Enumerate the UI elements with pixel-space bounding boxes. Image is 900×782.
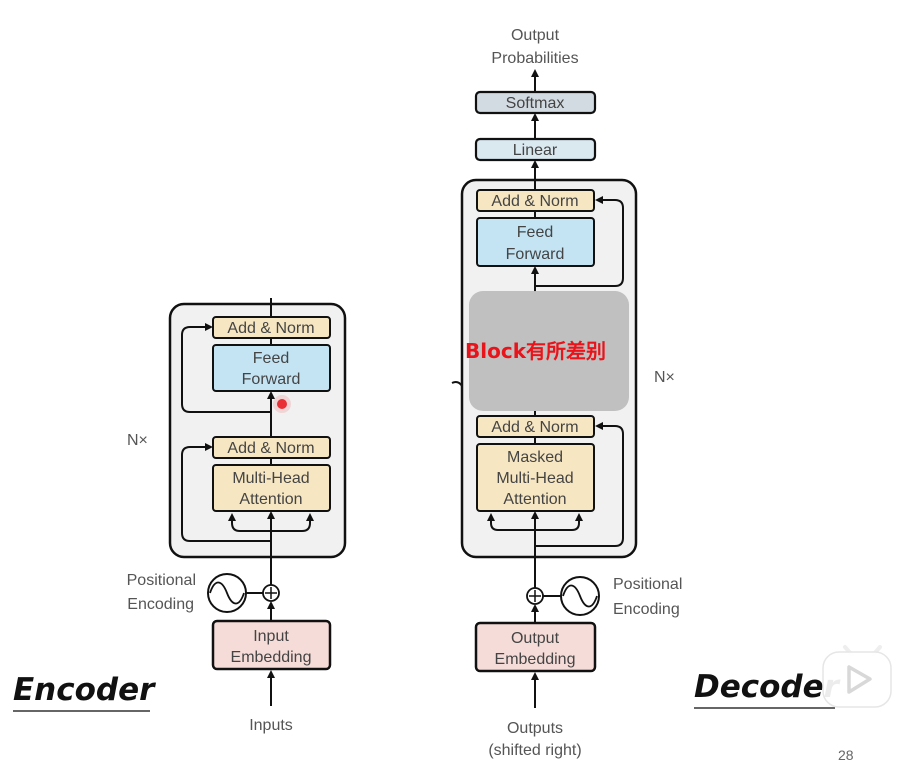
encoder-positional-label-2: Encoding (127, 596, 194, 613)
decoder-add-norm-bottom-label: Add & Norm (491, 419, 578, 436)
video-play-icon[interactable] (822, 645, 892, 708)
encoder-positional-label-1: Positional (127, 572, 196, 589)
encoder-add-icon (262, 584, 280, 602)
decoder-output-embedding (474, 621, 597, 673)
decoder-embedding-label-2: Embedding (495, 651, 576, 668)
encoder-attention-label-1: Multi-Head (232, 470, 309, 487)
decoder-nx-label: N× (654, 369, 675, 386)
encoder-add-norm-bottom-label: Add & Norm (227, 440, 314, 457)
decoder: Output Probabilities Softmax Linear Add … (451, 27, 841, 759)
decoder-positional-label-2: Encoding (613, 601, 680, 618)
decoder-output-probabilities-label-1: Output (511, 27, 560, 44)
hidden-block-overlay (469, 291, 629, 411)
encoder-sine-wave-icon (207, 573, 263, 613)
page-number: 28 (838, 747, 854, 763)
encoder-embedding-label-2: Embedding (231, 649, 312, 666)
decoder-feed-forward-label-1: Feed (517, 224, 553, 241)
decoder-add-norm-top-label: Add & Norm (491, 193, 578, 210)
encoder-block-container (168, 302, 347, 559)
encoder: Add & Norm Feed Forward Add & Norm Multi… (13, 298, 347, 734)
overlay-annotation: Block有所差别 (465, 339, 606, 363)
decoder-linear-label: Linear (513, 142, 558, 159)
decoder-outputs-label-1: Outputs (507, 720, 563, 737)
encoder-inputs-label: Inputs (249, 717, 293, 734)
encoder-add-norm-top-label: Add & Norm (227, 320, 314, 337)
decoder-attention-label-1: Masked (507, 449, 563, 466)
decoder-softmax-label: Softmax (506, 95, 565, 112)
decoder-feed-forward-label-2: Forward (506, 246, 565, 263)
decoder-outputs-label-2: (shifted right) (488, 742, 581, 759)
decoder-sine-wave-icon (543, 576, 600, 616)
decoder-title: Decoder (694, 669, 841, 705)
decoder-positional-label-1: Positional (613, 576, 682, 593)
decoder-attention-label-3: Attention (503, 491, 566, 508)
encoder-feed-forward-label-2: Forward (242, 371, 301, 388)
decoder-embedding-label-1: Output (511, 630, 560, 647)
encoder-attention-label-2: Attention (239, 491, 302, 508)
decoder-add-icon (526, 587, 544, 605)
cursor-dot (277, 399, 287, 409)
encoder-nx-label: N× (127, 432, 148, 449)
decoder-attention-label-2: Multi-Head (496, 470, 573, 487)
encoder-input-embedding (211, 619, 332, 671)
decoder-output-probabilities-label-2: Probabilities (491, 50, 578, 67)
encoder-embedding-label-1: Input (253, 628, 289, 645)
encoder-feed-forward-label-1: Feed (253, 350, 289, 367)
encoder-title: Encoder (13, 672, 156, 708)
